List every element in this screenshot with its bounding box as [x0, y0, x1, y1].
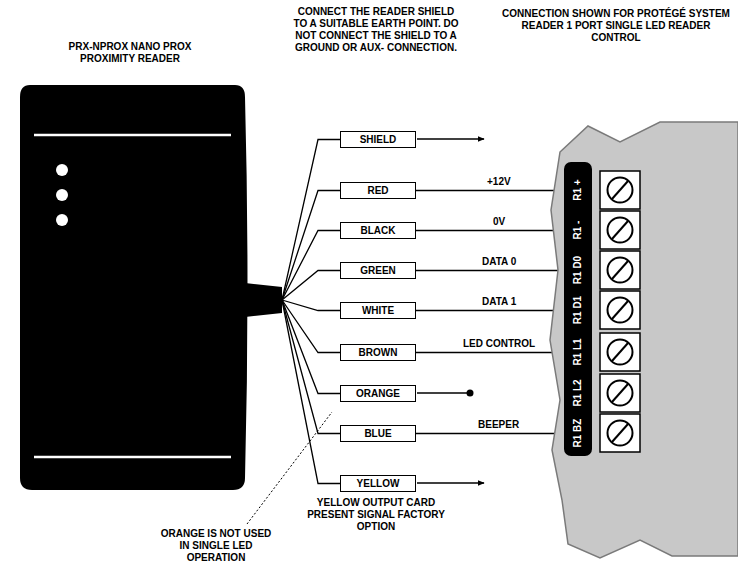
- wire-colour-box: YELLOW: [340, 475, 416, 492]
- terminal-name: R1 D1: [573, 296, 583, 324]
- heading: CONNECTION SHOWN FOR PROTÉGÉ SYSTEM READ…: [502, 8, 730, 44]
- wire-name: WHITE: [362, 305, 394, 317]
- wire-name: RED: [367, 185, 388, 197]
- terminal-label: R1 D0: [566, 250, 590, 290]
- wire-line: [282, 191, 340, 301]
- signal-arrow: [416, 230, 566, 231]
- signal-arrow: [416, 270, 566, 271]
- wire-colour-box: BLACK: [340, 222, 416, 239]
- terminal-name: R1 -: [573, 221, 583, 240]
- signal-label: DATA 0: [480, 256, 518, 268]
- wire-line: [282, 300, 340, 484]
- wire-colour-box: SHIELD: [340, 131, 416, 148]
- orange-end-dot: [467, 390, 474, 397]
- signal-label: +12V: [485, 176, 513, 188]
- wire-colour-box: WHITE: [340, 302, 416, 319]
- signal-arrow: [416, 310, 566, 311]
- wire-name: GREEN: [360, 265, 396, 277]
- wire-line: [282, 271, 340, 301]
- wire-line: [282, 300, 340, 311]
- wire-line: [282, 300, 340, 434]
- terminal-label: R1 BZ: [566, 413, 590, 453]
- terminal-label: R1 -: [566, 210, 590, 250]
- signal-arrow: [416, 352, 566, 353]
- signal-arrow: [416, 190, 566, 191]
- terminal-label: R1 L2: [566, 373, 590, 413]
- signal-label: 0V: [491, 216, 507, 228]
- terminal-name: R1 BZ: [573, 419, 583, 448]
- yellow-note: YELLOW OUTPUT CARD PRESENT SIGNAL FACTOR…: [296, 497, 456, 533]
- wire-name: YELLOW: [357, 478, 400, 490]
- signal-label: LED CONTROL: [461, 338, 537, 350]
- signal-label: BEEPER: [476, 419, 521, 431]
- terminal-label: R1 D1: [566, 290, 590, 330]
- signal-label: DATA 1: [480, 296, 518, 308]
- yellow-arrow: [417, 482, 484, 483]
- orange-stub: [417, 392, 468, 393]
- terminal-name: R1 +: [573, 179, 583, 200]
- wire-name: BLACK: [361, 225, 396, 237]
- wire-name: SHIELD: [360, 134, 397, 146]
- terminal-panel: CONNECTION SHOWN FOR PROTÉGÉ SYSTEM READ…: [548, 118, 738, 560]
- terminal-name: R1 L1: [573, 338, 583, 365]
- orange-note: ORANGE IS NOT USED IN SINGLE LED OPERATI…: [160, 528, 272, 564]
- heading: PRX-NPROX NANO PROX PROXIMITY READER: [45, 41, 215, 65]
- terminal-name: R1 L2: [573, 379, 583, 406]
- reader-body: [20, 85, 282, 490]
- wire-name: BROWN: [359, 347, 398, 359]
- wire-colour-box: GREEN: [340, 262, 416, 279]
- wire-colour-box: RED: [340, 182, 416, 199]
- shield-arrow: [417, 138, 484, 139]
- wire-line: [282, 231, 340, 301]
- terminal-label: R1 L1: [566, 332, 590, 372]
- terminal-name: R1 D0: [573, 256, 583, 284]
- wire-colour-box: ORANGE: [340, 385, 416, 402]
- signal-arrow: [416, 433, 566, 434]
- shield-note: CONNECT THE READER SHIELD TO A SUITABLE …: [292, 6, 460, 54]
- wire-line: [282, 140, 340, 301]
- wire-colour-box: BLUE: [340, 425, 416, 442]
- wire-colour-box: BROWN: [340, 344, 416, 361]
- proximity-reader: PRX-NPROX NANO PROX PROXIMITY READER: [20, 85, 282, 490]
- wire-name: BLUE: [364, 428, 391, 440]
- wire-name: ORANGE: [356, 388, 400, 400]
- terminal-label: R1 +: [566, 170, 590, 210]
